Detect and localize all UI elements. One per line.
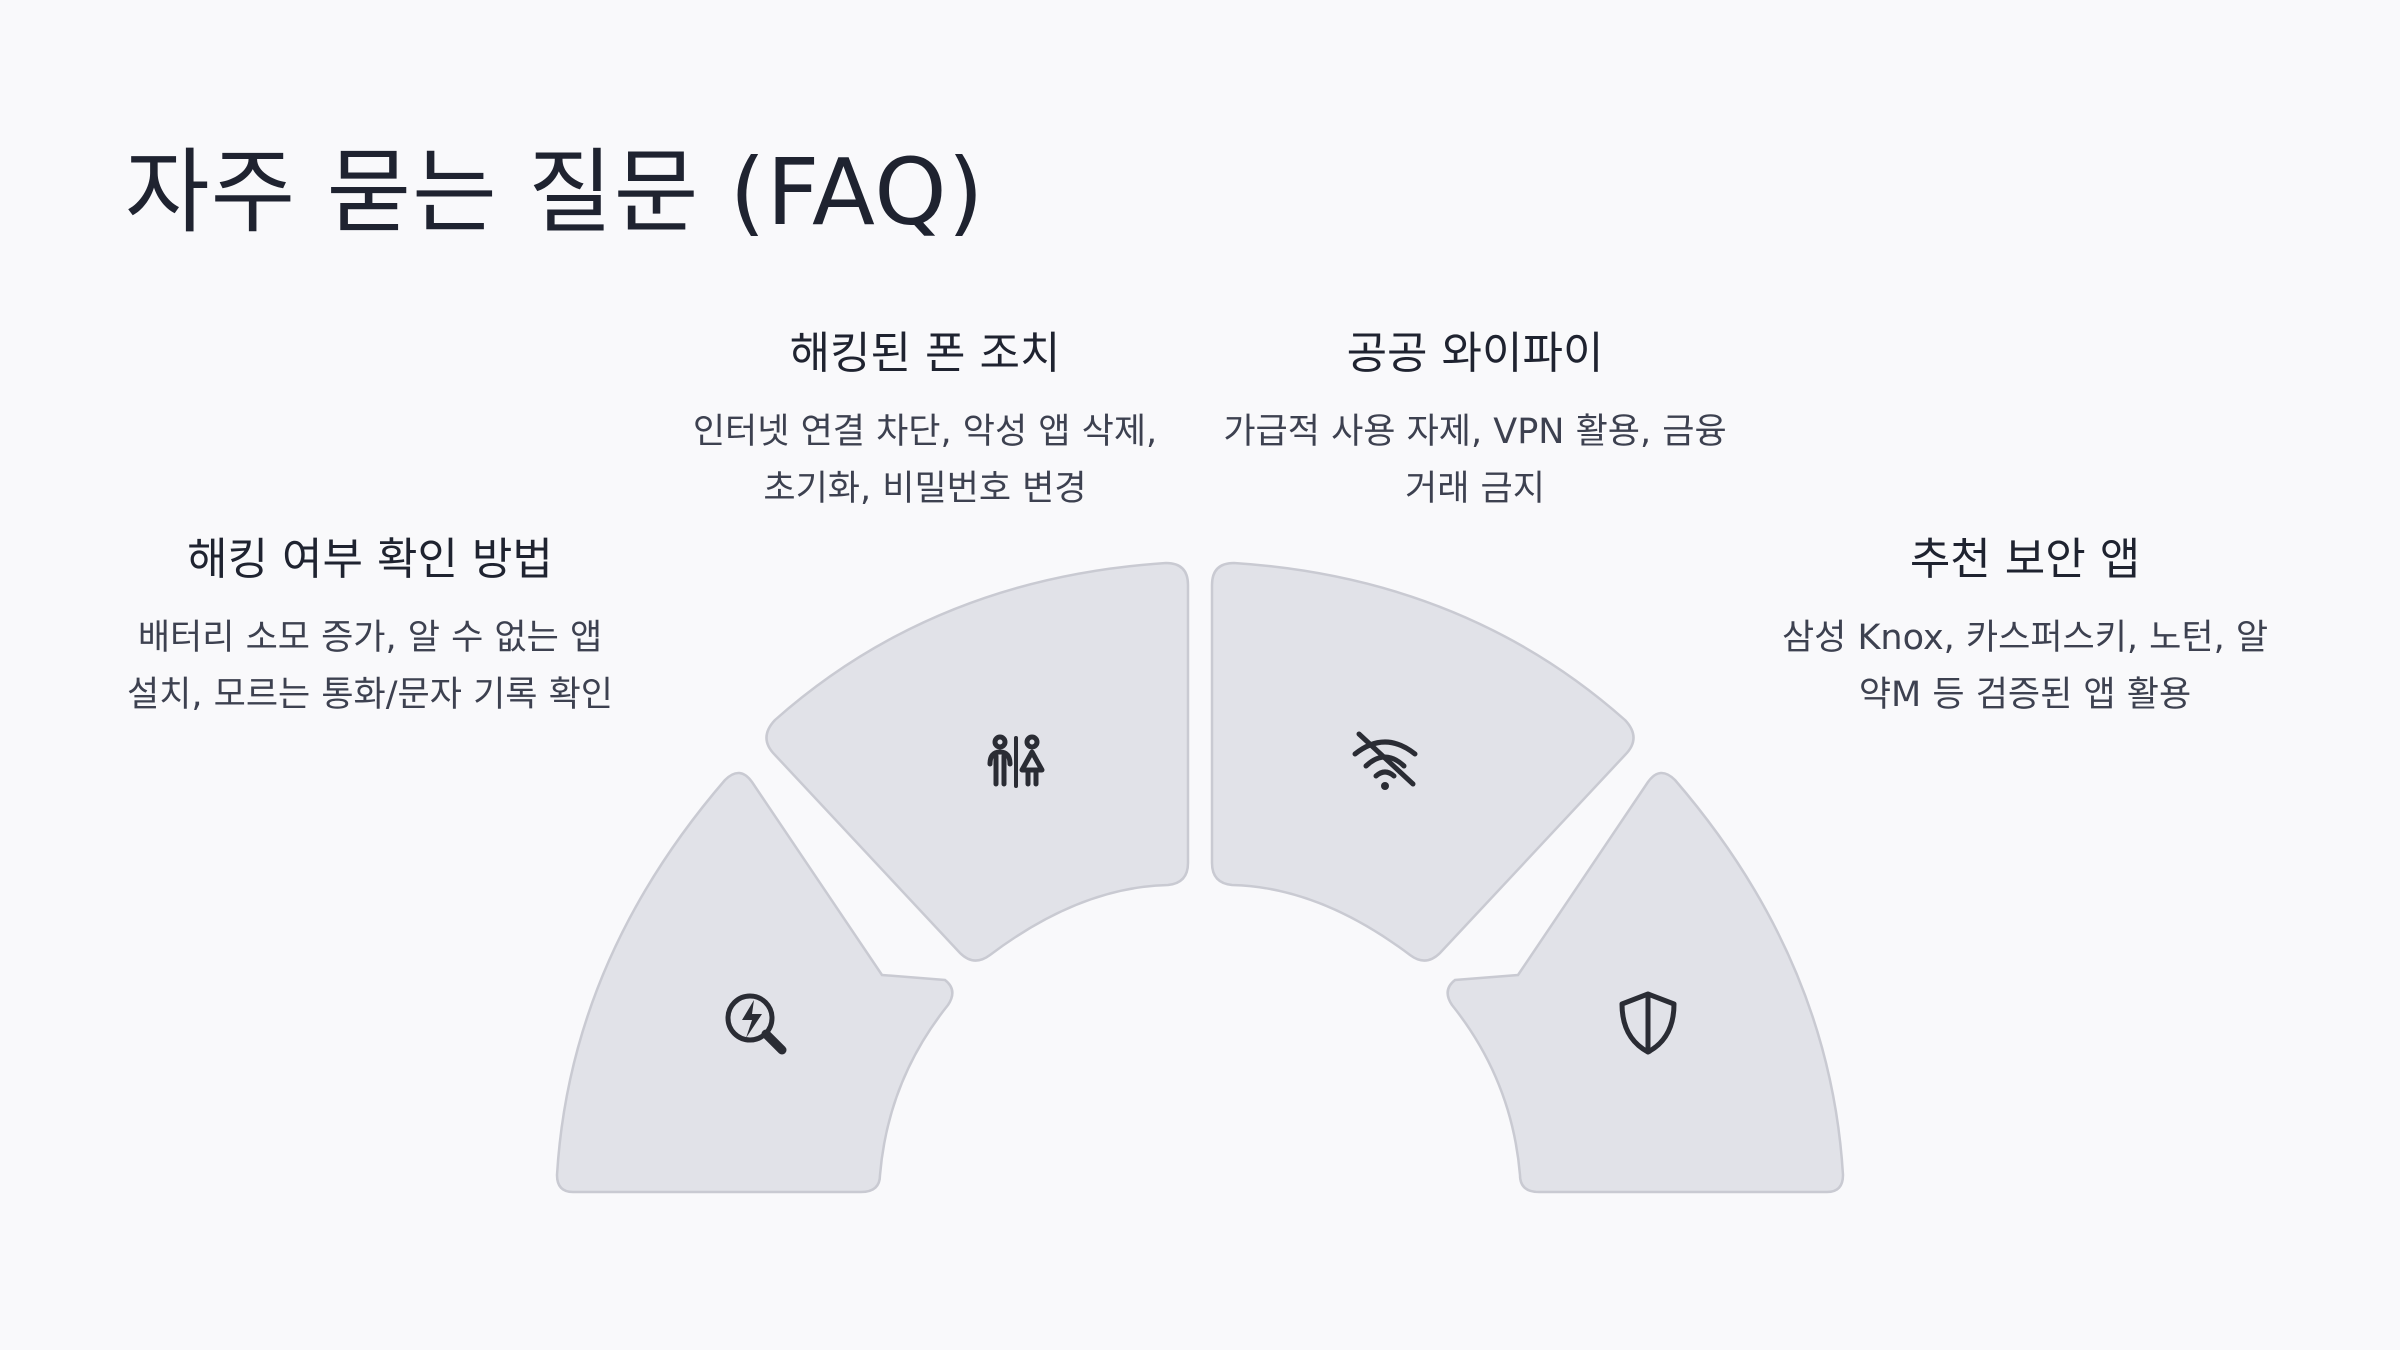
faq-title-security-apps: 추천 보안 앱	[1909, 534, 2141, 585]
wifi-off-icon	[1352, 731, 1418, 790]
faq-item-hack-check: 해킹 여부 확인 방법 배터리 소모 증가, 알 수 없는 앱 설치, 모르는 …	[120, 530, 620, 724]
faq-desc-line: 배터리 소모 증가, 알 수 없는 앱	[137, 618, 603, 658]
faq-desc-line: 거래 금지	[1405, 469, 1545, 509]
faq-title-public-wifi: 공공 와이파이	[1346, 328, 1604, 379]
shield-icon	[1619, 991, 1677, 1055]
diagram-segment-hack-check	[555, 771, 954, 1194]
diagram-segment-hacked-phone	[765, 561, 1190, 962]
faq-desc-line: 설치, 모르는 통화/문자 기록 확인	[126, 675, 614, 715]
faq-desc-line: 초기화, 비밀번호 변경	[763, 469, 1087, 509]
diagram-segment-public-wifi	[1210, 561, 1635, 962]
faq-desc-line: 삼성 Knox, 카스퍼스키, 노턴, 알	[1781, 618, 2269, 658]
faq-desc-security-apps: 삼성 Knox, 카스퍼스키, 노턴, 알 약M 등 검증된 앱 활용	[1765, 610, 2285, 724]
faq-desc-line: 약M 등 검증된 앱 활용	[1858, 675, 2192, 715]
people-icon	[987, 734, 1045, 788]
faq-item-public-wifi: 공공 와이파이 가급적 사용 자제, VPN 활용, 금융 거래 금지	[1215, 324, 1735, 518]
faq-title-hack-check: 해킹 여부 확인 방법	[187, 534, 553, 585]
faq-item-security-apps: 추천 보안 앱 삼성 Knox, 카스퍼스키, 노턴, 알 약M 등 검증된 앱…	[1765, 530, 2285, 724]
faq-desc-line: 인터넷 연결 차단, 악성 앱 삭제,	[692, 412, 1158, 452]
search-bolt-icon	[725, 993, 787, 1055]
page-title: 자주 묻는 질문 (FAQ)	[125, 139, 985, 246]
faq-desc-public-wifi: 가급적 사용 자제, VPN 활용, 금융 거래 금지	[1215, 404, 1735, 518]
faq-desc-line: 가급적 사용 자제, VPN 활용, 금융	[1223, 412, 1727, 452]
faq-desc-hack-check: 배터리 소모 증가, 알 수 없는 앱 설치, 모르는 통화/문자 기록 확인	[120, 610, 620, 724]
faq-title-hacked-phone: 해킹된 폰 조치	[789, 328, 1061, 379]
faq-desc-hacked-phone: 인터넷 연결 차단, 악성 앱 삭제, 초기화, 비밀번호 변경	[665, 404, 1185, 518]
diagram-segment-security-apps	[1446, 771, 1845, 1194]
faq-item-hacked-phone: 해킹된 폰 조치 인터넷 연결 차단, 악성 앱 삭제, 초기화, 비밀번호 변…	[665, 324, 1185, 518]
